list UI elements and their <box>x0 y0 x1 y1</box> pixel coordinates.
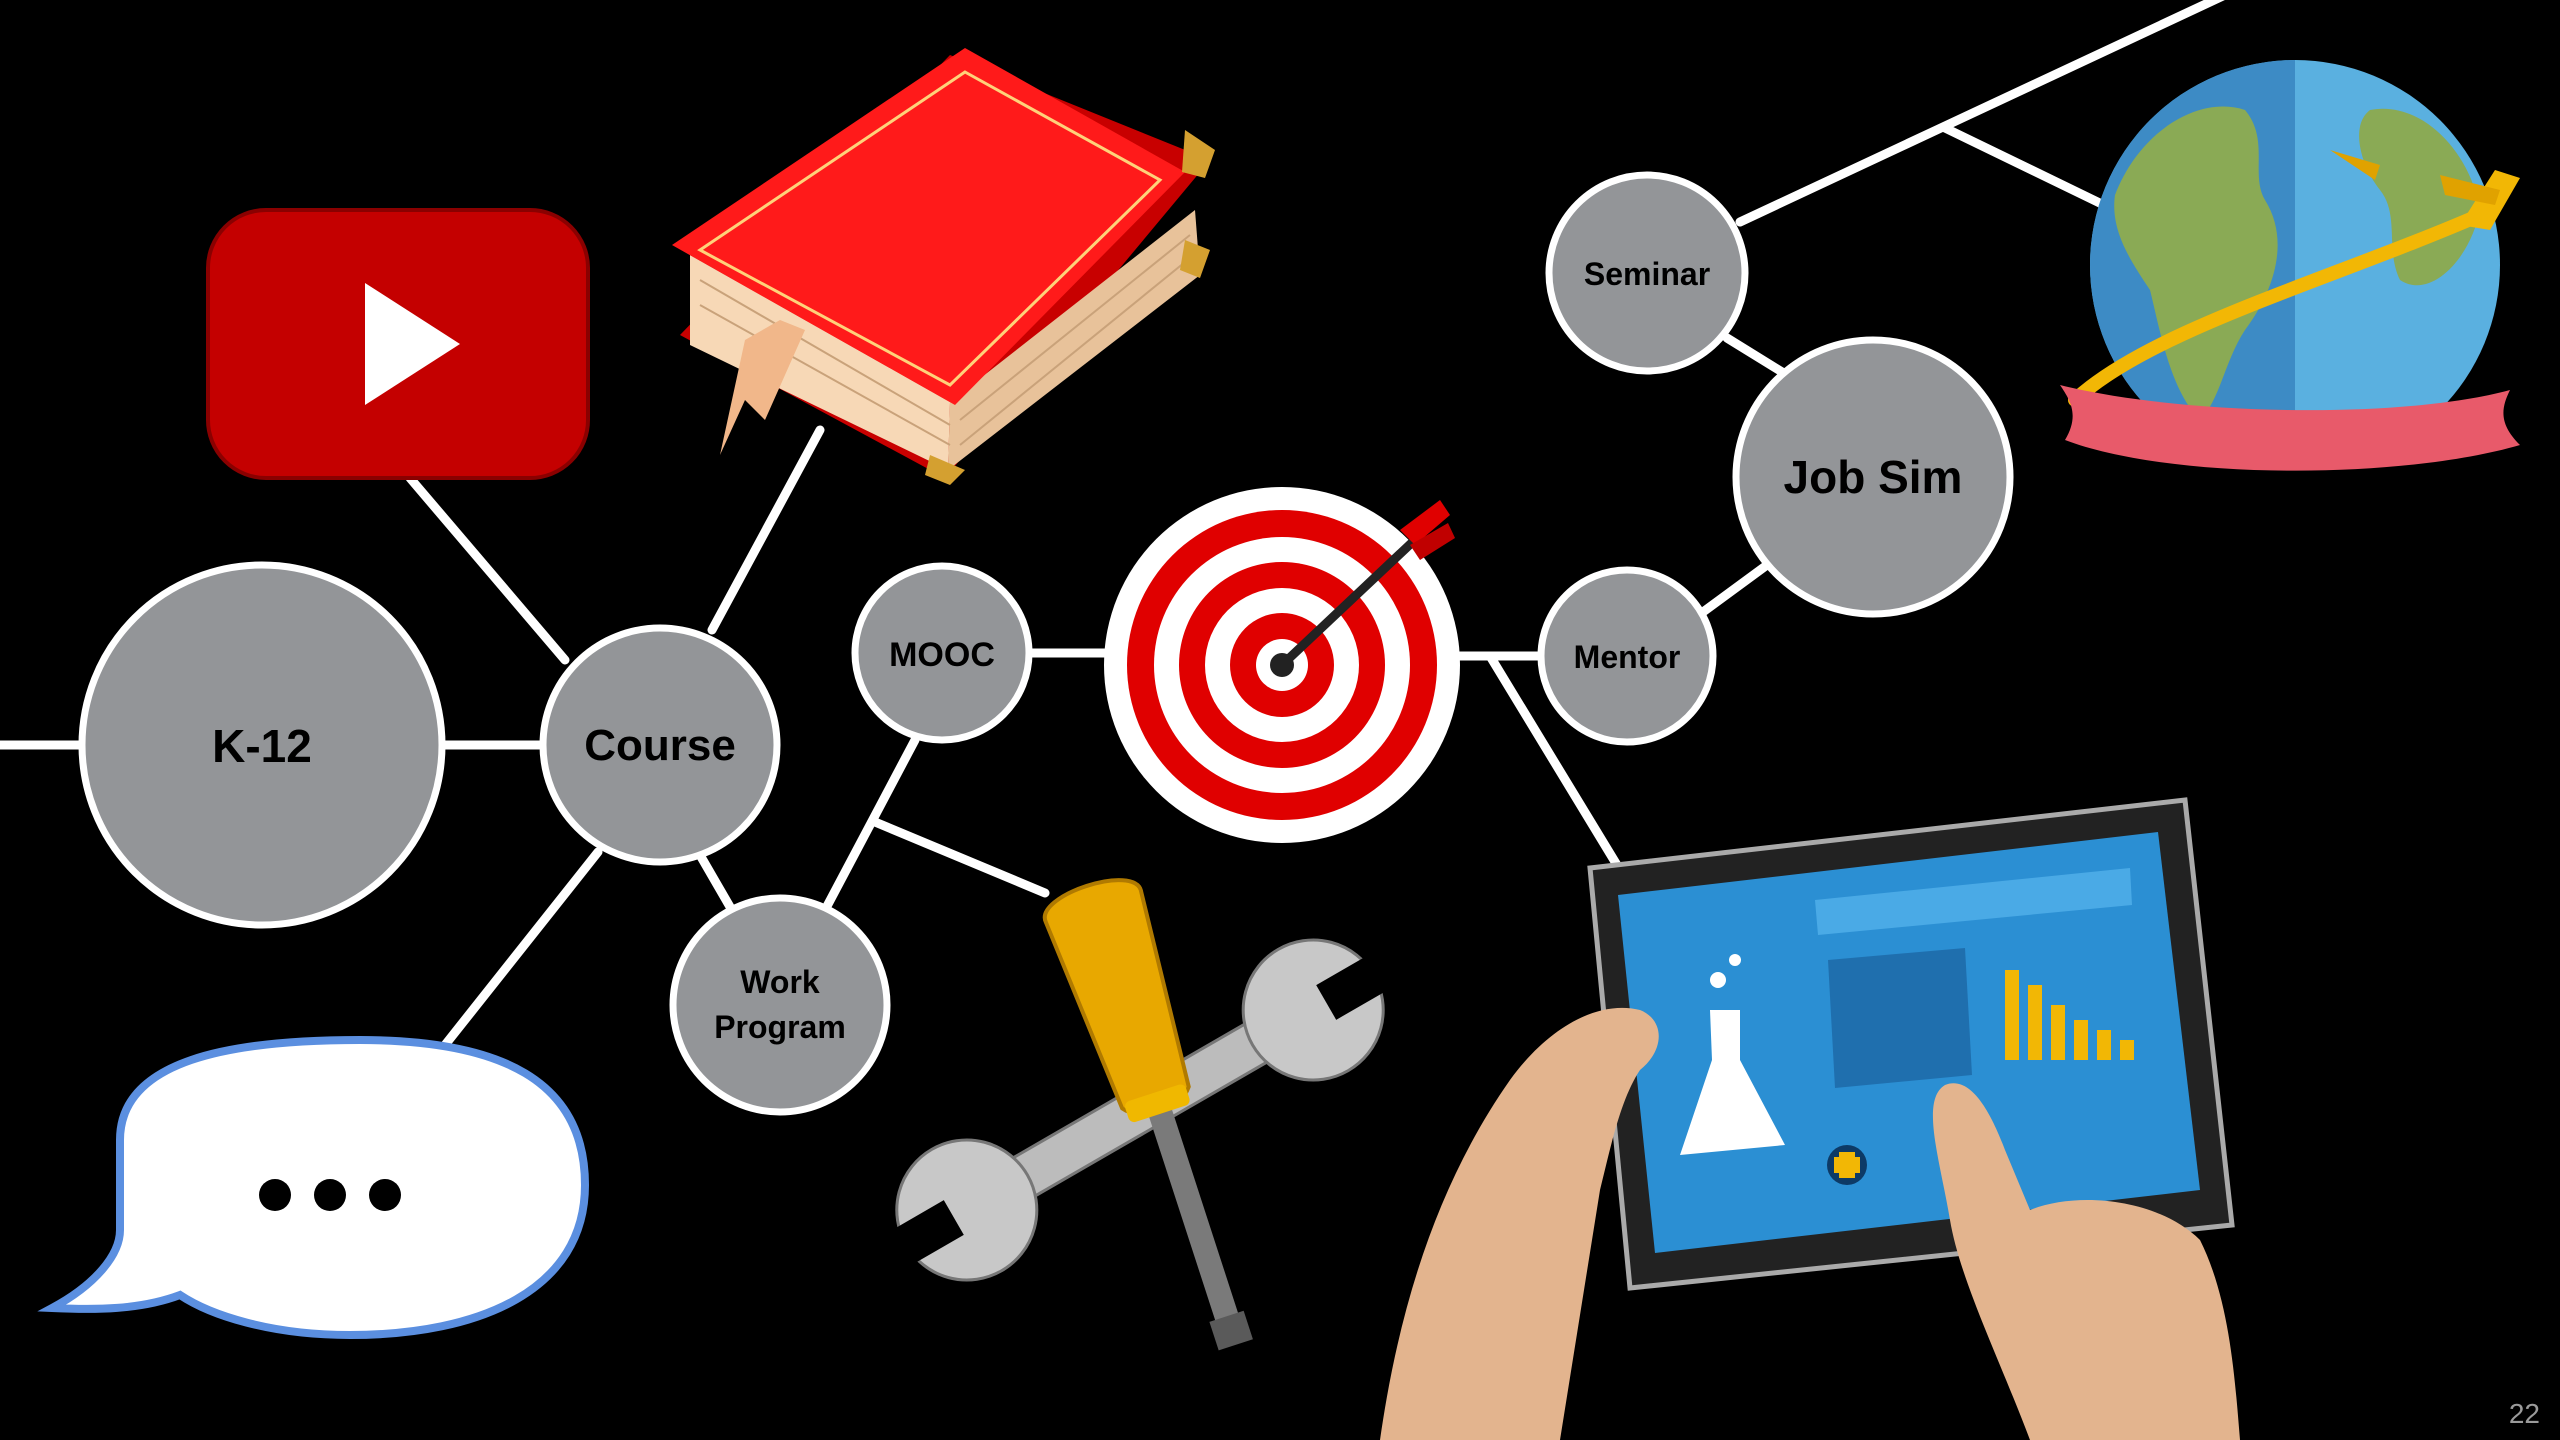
chat-bubble-icon <box>37 1035 590 1340</box>
node-mentor: Mentor <box>1537 566 1717 746</box>
globe-plane-icon <box>2060 60 2520 471</box>
book-icon <box>672 48 1215 485</box>
connector-course-book <box>707 425 825 635</box>
node-work-program-line2: Program <box>714 1009 846 1045</box>
connector-branch-globe <box>1940 123 2115 213</box>
node-course-label: Course <box>584 721 736 770</box>
connector-target-tablet <box>1485 651 1625 875</box>
node-work-program-line1: Work <box>740 964 820 1000</box>
connector-course-chat <box>440 847 603 1050</box>
node-k12: K-12 <box>78 561 446 929</box>
tools-icon <box>883 878 1397 1351</box>
connectors <box>0 0 2225 1050</box>
page-number: 22 <box>2508 1398 2540 1429</box>
node-seminar-label: Seminar <box>1584 256 1710 292</box>
video-play-icon <box>206 208 590 480</box>
tablet-hands-icon <box>1380 797 2240 1440</box>
connector-seminar-topright <box>1735 0 2225 227</box>
connector-course-work <box>695 850 738 917</box>
node-work-program: Work Program <box>669 894 891 1116</box>
node-job-sim-label: Job Sim <box>1784 451 1963 503</box>
connector-work-mooc <box>820 735 920 915</box>
node-seminar: Seminar <box>1545 171 1749 375</box>
connector-mentor-jobsim <box>1698 560 1772 617</box>
node-mooc-label: MOOC <box>889 636 995 674</box>
node-job-sim: Job Sim <box>1732 336 2014 618</box>
node-course: Course <box>539 624 781 866</box>
connector-branch-tools <box>870 817 1050 898</box>
node-k12-label: K-12 <box>212 720 312 772</box>
connector-seminar-jobsim <box>1722 333 1787 377</box>
node-mooc: MOOC <box>851 562 1033 744</box>
target-icon <box>1104 487 1460 843</box>
node-mentor-label: Mentor <box>1574 639 1681 675</box>
connector-course-youtube <box>405 473 570 665</box>
